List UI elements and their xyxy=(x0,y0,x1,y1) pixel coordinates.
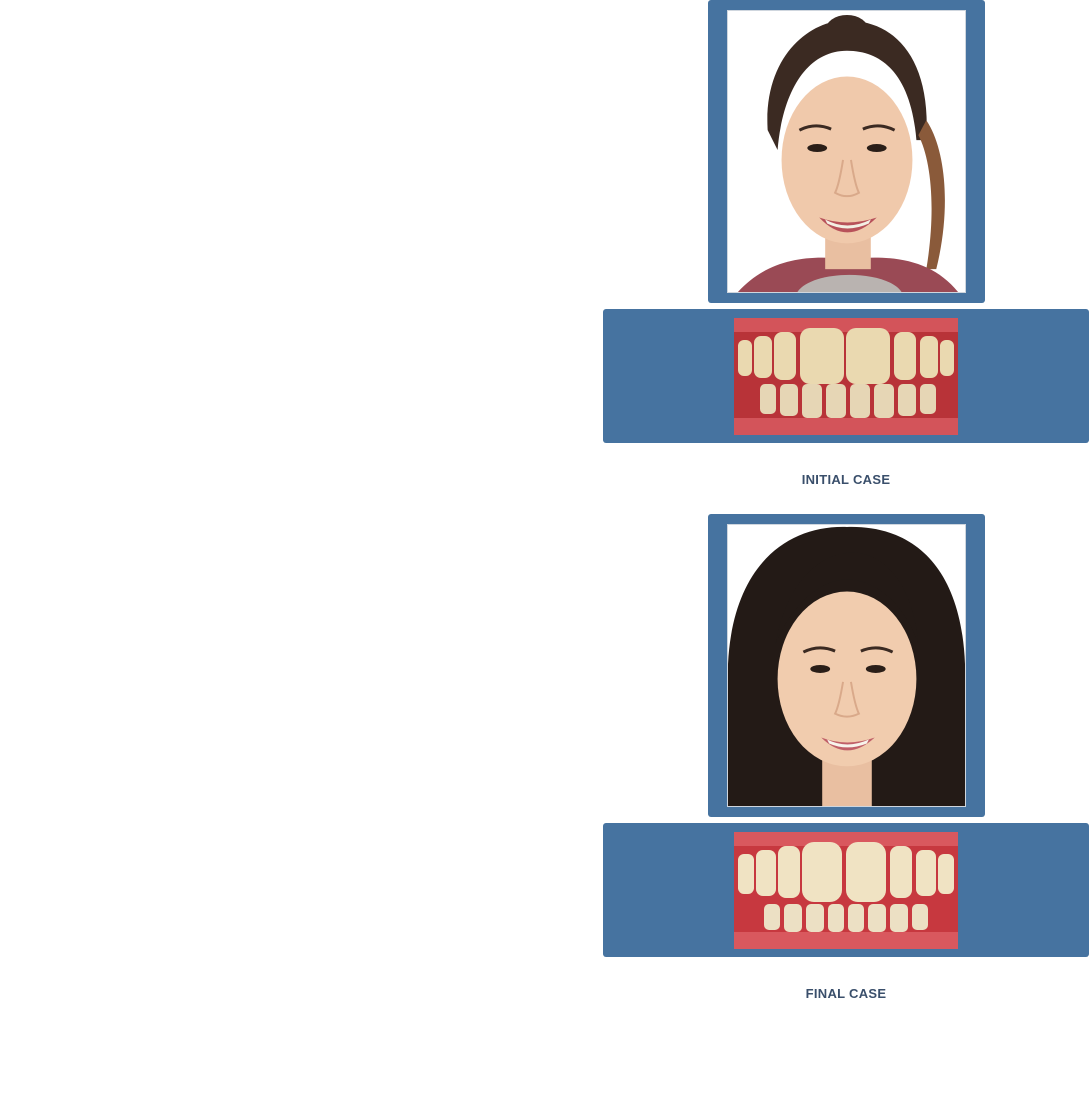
portrait-image-icon xyxy=(728,525,965,806)
initial-portrait-frame xyxy=(708,0,985,303)
initial-teeth-photo[interactable] xyxy=(734,318,958,435)
final-teeth-frame xyxy=(603,823,1089,957)
initial-teeth-frame xyxy=(603,309,1089,443)
dental-image-icon xyxy=(734,832,958,949)
dental-image-icon xyxy=(734,318,958,435)
final-portrait-frame xyxy=(708,514,985,817)
portrait-image-icon xyxy=(728,11,965,292)
final-teeth-photo[interactable] xyxy=(734,832,958,949)
initial-portrait-photo[interactable] xyxy=(727,10,966,293)
final-case-label: FINAL CASE xyxy=(805,986,887,1001)
final-portrait-photo[interactable] xyxy=(727,524,966,807)
initial-case-label: INITIAL CASE xyxy=(801,472,891,487)
